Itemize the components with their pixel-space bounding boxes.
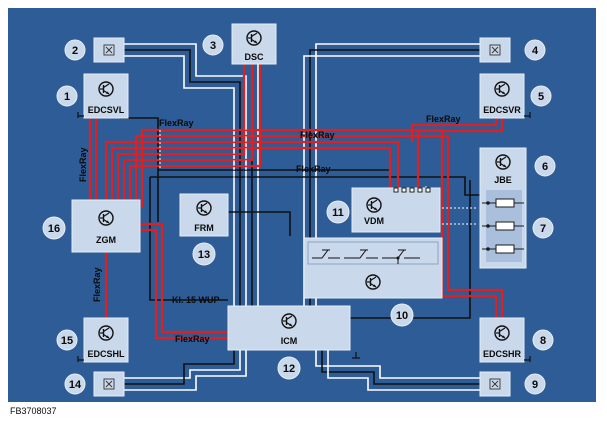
- callout-10: 10: [390, 303, 414, 327]
- callout-2: 2: [64, 39, 86, 61]
- callout-14: 14: [64, 373, 86, 395]
- svg-text:15: 15: [61, 335, 73, 347]
- flexray-label-top-left: FlexRay: [159, 118, 194, 128]
- svg-text:16: 16: [48, 223, 60, 235]
- module-frm: FRM: [179, 193, 229, 237]
- module-edcshl: EDCSHL: [83, 317, 129, 363]
- module-label-dsc: DSC: [244, 52, 264, 62]
- module-vdm: VDM: [351, 187, 441, 233]
- svg-text:3: 3: [210, 40, 216, 52]
- wake-up-label: Kl. 15 WUP: [172, 295, 220, 305]
- flexray-label-top-right: FlexRay: [426, 114, 461, 124]
- callout-12: 12: [277, 356, 301, 380]
- svg-text:7: 7: [540, 223, 546, 235]
- callout-1: 1: [56, 85, 78, 107]
- svg-text:10: 10: [396, 310, 408, 322]
- module-jbe: JBE: [479, 147, 527, 269]
- component-9: [479, 371, 511, 397]
- svg-text:14: 14: [69, 379, 82, 391]
- flexray-label-top-mid: FlexRay: [300, 130, 335, 140]
- module-sensors: [303, 237, 443, 299]
- callout-6: 6: [534, 155, 556, 177]
- figure-code: FB3708037: [10, 406, 57, 416]
- ground-marks: [77, 112, 531, 362]
- module-label-frm: FRM: [194, 223, 214, 233]
- svg-text:5: 5: [538, 91, 544, 103]
- wiring-harness: [120, 43, 480, 391]
- callout-3: 3: [202, 34, 224, 56]
- svg-text:12: 12: [283, 363, 295, 375]
- callout-9: 9: [524, 373, 546, 395]
- module-edcsvl: EDCSVL: [83, 73, 129, 119]
- callout-13: 13: [192, 242, 216, 266]
- flexray-label-mid: FlexRay: [296, 164, 331, 174]
- module-label-edcsvr: EDCSVR: [483, 105, 521, 115]
- callout-4: 4: [524, 39, 546, 61]
- callout-5: 5: [530, 85, 552, 107]
- module-label-edcshl: EDCSHL: [87, 349, 125, 359]
- component-2: [93, 37, 125, 63]
- callout-11: 11: [326, 200, 350, 224]
- module-label-edcshr: EDCSHR: [483, 349, 522, 359]
- callout-16: 16: [42, 216, 66, 240]
- svg-text:13: 13: [198, 249, 210, 261]
- flexray-label-bottom: FlexRay: [175, 334, 210, 344]
- callout-15: 15: [56, 329, 78, 351]
- svg-text:11: 11: [332, 207, 344, 219]
- module-edcsvr: EDCSVR: [479, 73, 525, 119]
- svg-text:6: 6: [542, 161, 548, 173]
- svg-text:9: 9: [532, 379, 538, 391]
- module-label-vdm: VDM: [364, 216, 384, 226]
- svg-text:1: 1: [64, 91, 70, 103]
- flexray-label-left-lower: FlexRay: [92, 267, 102, 302]
- component-14: [93, 371, 125, 397]
- callouts: 1 2 3 4 5 6 7 8 9 10 11 12 13 14 15 16: [42, 34, 556, 395]
- module-dsc: DSC: [231, 23, 277, 65]
- module-zgm: ZGM: [71, 199, 141, 253]
- module-icm: ICM: [227, 305, 351, 351]
- module-label-edcsvl: EDCSVL: [88, 105, 125, 115]
- module-label-jbe: JBE: [494, 175, 512, 185]
- module-label-icm: ICM: [281, 336, 298, 346]
- svg-text:2: 2: [72, 45, 78, 57]
- callout-8: 8: [532, 329, 554, 351]
- component-4: [479, 37, 511, 63]
- svg-text:4: 4: [532, 45, 539, 57]
- svg-text:8: 8: [540, 335, 546, 347]
- flexray-label-left-upper: FlexRay: [78, 147, 88, 182]
- module-edcshr: EDCSHR: [479, 317, 525, 363]
- callout-7: 7: [532, 217, 554, 239]
- module-label-zgm: ZGM: [96, 235, 116, 245]
